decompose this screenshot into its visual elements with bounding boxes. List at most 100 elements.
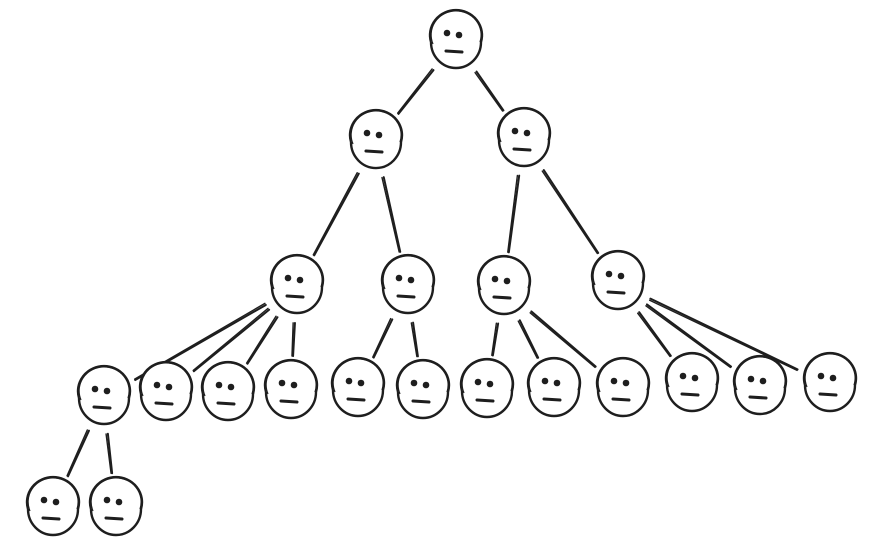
face-node — [395, 359, 451, 420]
tree-edge — [475, 70, 505, 112]
face-outline-sketch — [271, 255, 323, 290]
tree-edge — [66, 429, 89, 477]
face-left-eye — [91, 385, 99, 393]
face-outline — [395, 359, 451, 420]
face-right-eye — [407, 276, 415, 284]
face-left-eye — [153, 381, 161, 389]
face-left-eye — [491, 275, 499, 283]
tree-edge — [491, 322, 500, 357]
face-left-eye — [474, 378, 482, 386]
tree-edge — [192, 307, 269, 372]
face-mouth — [396, 294, 416, 299]
face-outline-sketch — [78, 366, 130, 401]
face-outline-sketch — [202, 362, 254, 397]
face-right-eye — [103, 387, 111, 395]
face-left-eye — [605, 270, 613, 278]
tree-edge — [529, 312, 596, 369]
face-mouth — [279, 399, 299, 404]
face-outline — [263, 359, 319, 420]
face-right-eye — [115, 498, 123, 506]
tree-edge — [638, 311, 672, 357]
face-outline-sketch — [397, 360, 449, 395]
face-right-eye — [422, 381, 430, 389]
face-outline-sketch — [592, 251, 644, 286]
tree-edge — [645, 305, 732, 369]
face-node — [76, 365, 132, 426]
face-node — [380, 254, 436, 315]
face-outline — [380, 254, 436, 315]
face-node — [476, 255, 532, 316]
face-left-eye — [284, 274, 292, 282]
face-mouth — [92, 405, 112, 410]
face-mouth — [611, 397, 631, 402]
tree-edge — [106, 432, 114, 475]
face-outline — [269, 254, 325, 315]
face-node — [88, 476, 144, 537]
face-outline-sketch — [804, 353, 856, 388]
face-outline — [664, 352, 720, 413]
face-outline-sketch — [734, 356, 786, 391]
face-right-eye — [622, 379, 630, 387]
tree-edge — [67, 429, 90, 478]
face-left-eye — [817, 372, 825, 380]
tree-edge — [382, 176, 402, 253]
face-mouth — [154, 401, 174, 406]
face-right-eye — [375, 131, 383, 139]
face-right-eye — [553, 379, 561, 387]
face-outline-sketch — [430, 10, 482, 45]
face-right-eye — [691, 374, 699, 382]
face-mouth — [216, 401, 236, 406]
face-outline-sketch — [332, 358, 384, 393]
tree-nodes — [25, 9, 858, 537]
face-left-eye — [395, 274, 403, 282]
tree-edge — [518, 319, 540, 359]
face-mouth — [411, 399, 431, 404]
tree-edge — [410, 322, 418, 358]
face-outline — [138, 361, 194, 422]
tree-edge — [245, 315, 277, 364]
face-outline — [88, 476, 144, 537]
tree-edge — [491, 322, 498, 357]
face-node — [459, 358, 515, 419]
face-left-eye — [363, 129, 371, 137]
face-right-eye — [165, 383, 173, 391]
face-outline-sketch — [382, 255, 434, 290]
tree-edge — [291, 322, 294, 357]
face-mouth — [606, 290, 626, 295]
face-right-eye — [296, 276, 304, 284]
face-right-eye — [486, 380, 494, 388]
tree-edge — [292, 321, 296, 358]
face-outline — [476, 255, 532, 316]
tree-edge — [412, 321, 419, 358]
face-node — [732, 355, 788, 416]
face-mouth — [680, 392, 700, 397]
face-left-eye — [215, 381, 223, 389]
tree-edge — [313, 172, 360, 257]
face-outline-sketch — [265, 360, 317, 395]
tree-edge — [645, 303, 733, 368]
face-node — [25, 476, 81, 537]
tree-edge — [649, 297, 799, 371]
tree-edge — [541, 170, 599, 255]
face-right-eye — [829, 374, 837, 382]
face-node — [263, 359, 319, 420]
face-outline — [200, 361, 256, 422]
face-node — [664, 352, 720, 413]
tree-edge — [474, 71, 504, 112]
face-outline-sketch — [350, 110, 402, 145]
face-node — [200, 361, 256, 422]
face-right-eye — [523, 129, 531, 137]
face-mouth — [104, 516, 124, 521]
face-node — [526, 357, 582, 418]
face-node — [348, 109, 404, 170]
face-node — [330, 357, 386, 418]
face-right-eye — [52, 498, 60, 506]
face-left-eye — [410, 379, 418, 387]
tree-edge — [542, 169, 600, 254]
face-outline — [595, 357, 651, 418]
face-left-eye — [541, 377, 549, 385]
tree-edge — [396, 68, 433, 114]
face-outline — [590, 250, 646, 311]
face-mouth — [285, 294, 305, 299]
